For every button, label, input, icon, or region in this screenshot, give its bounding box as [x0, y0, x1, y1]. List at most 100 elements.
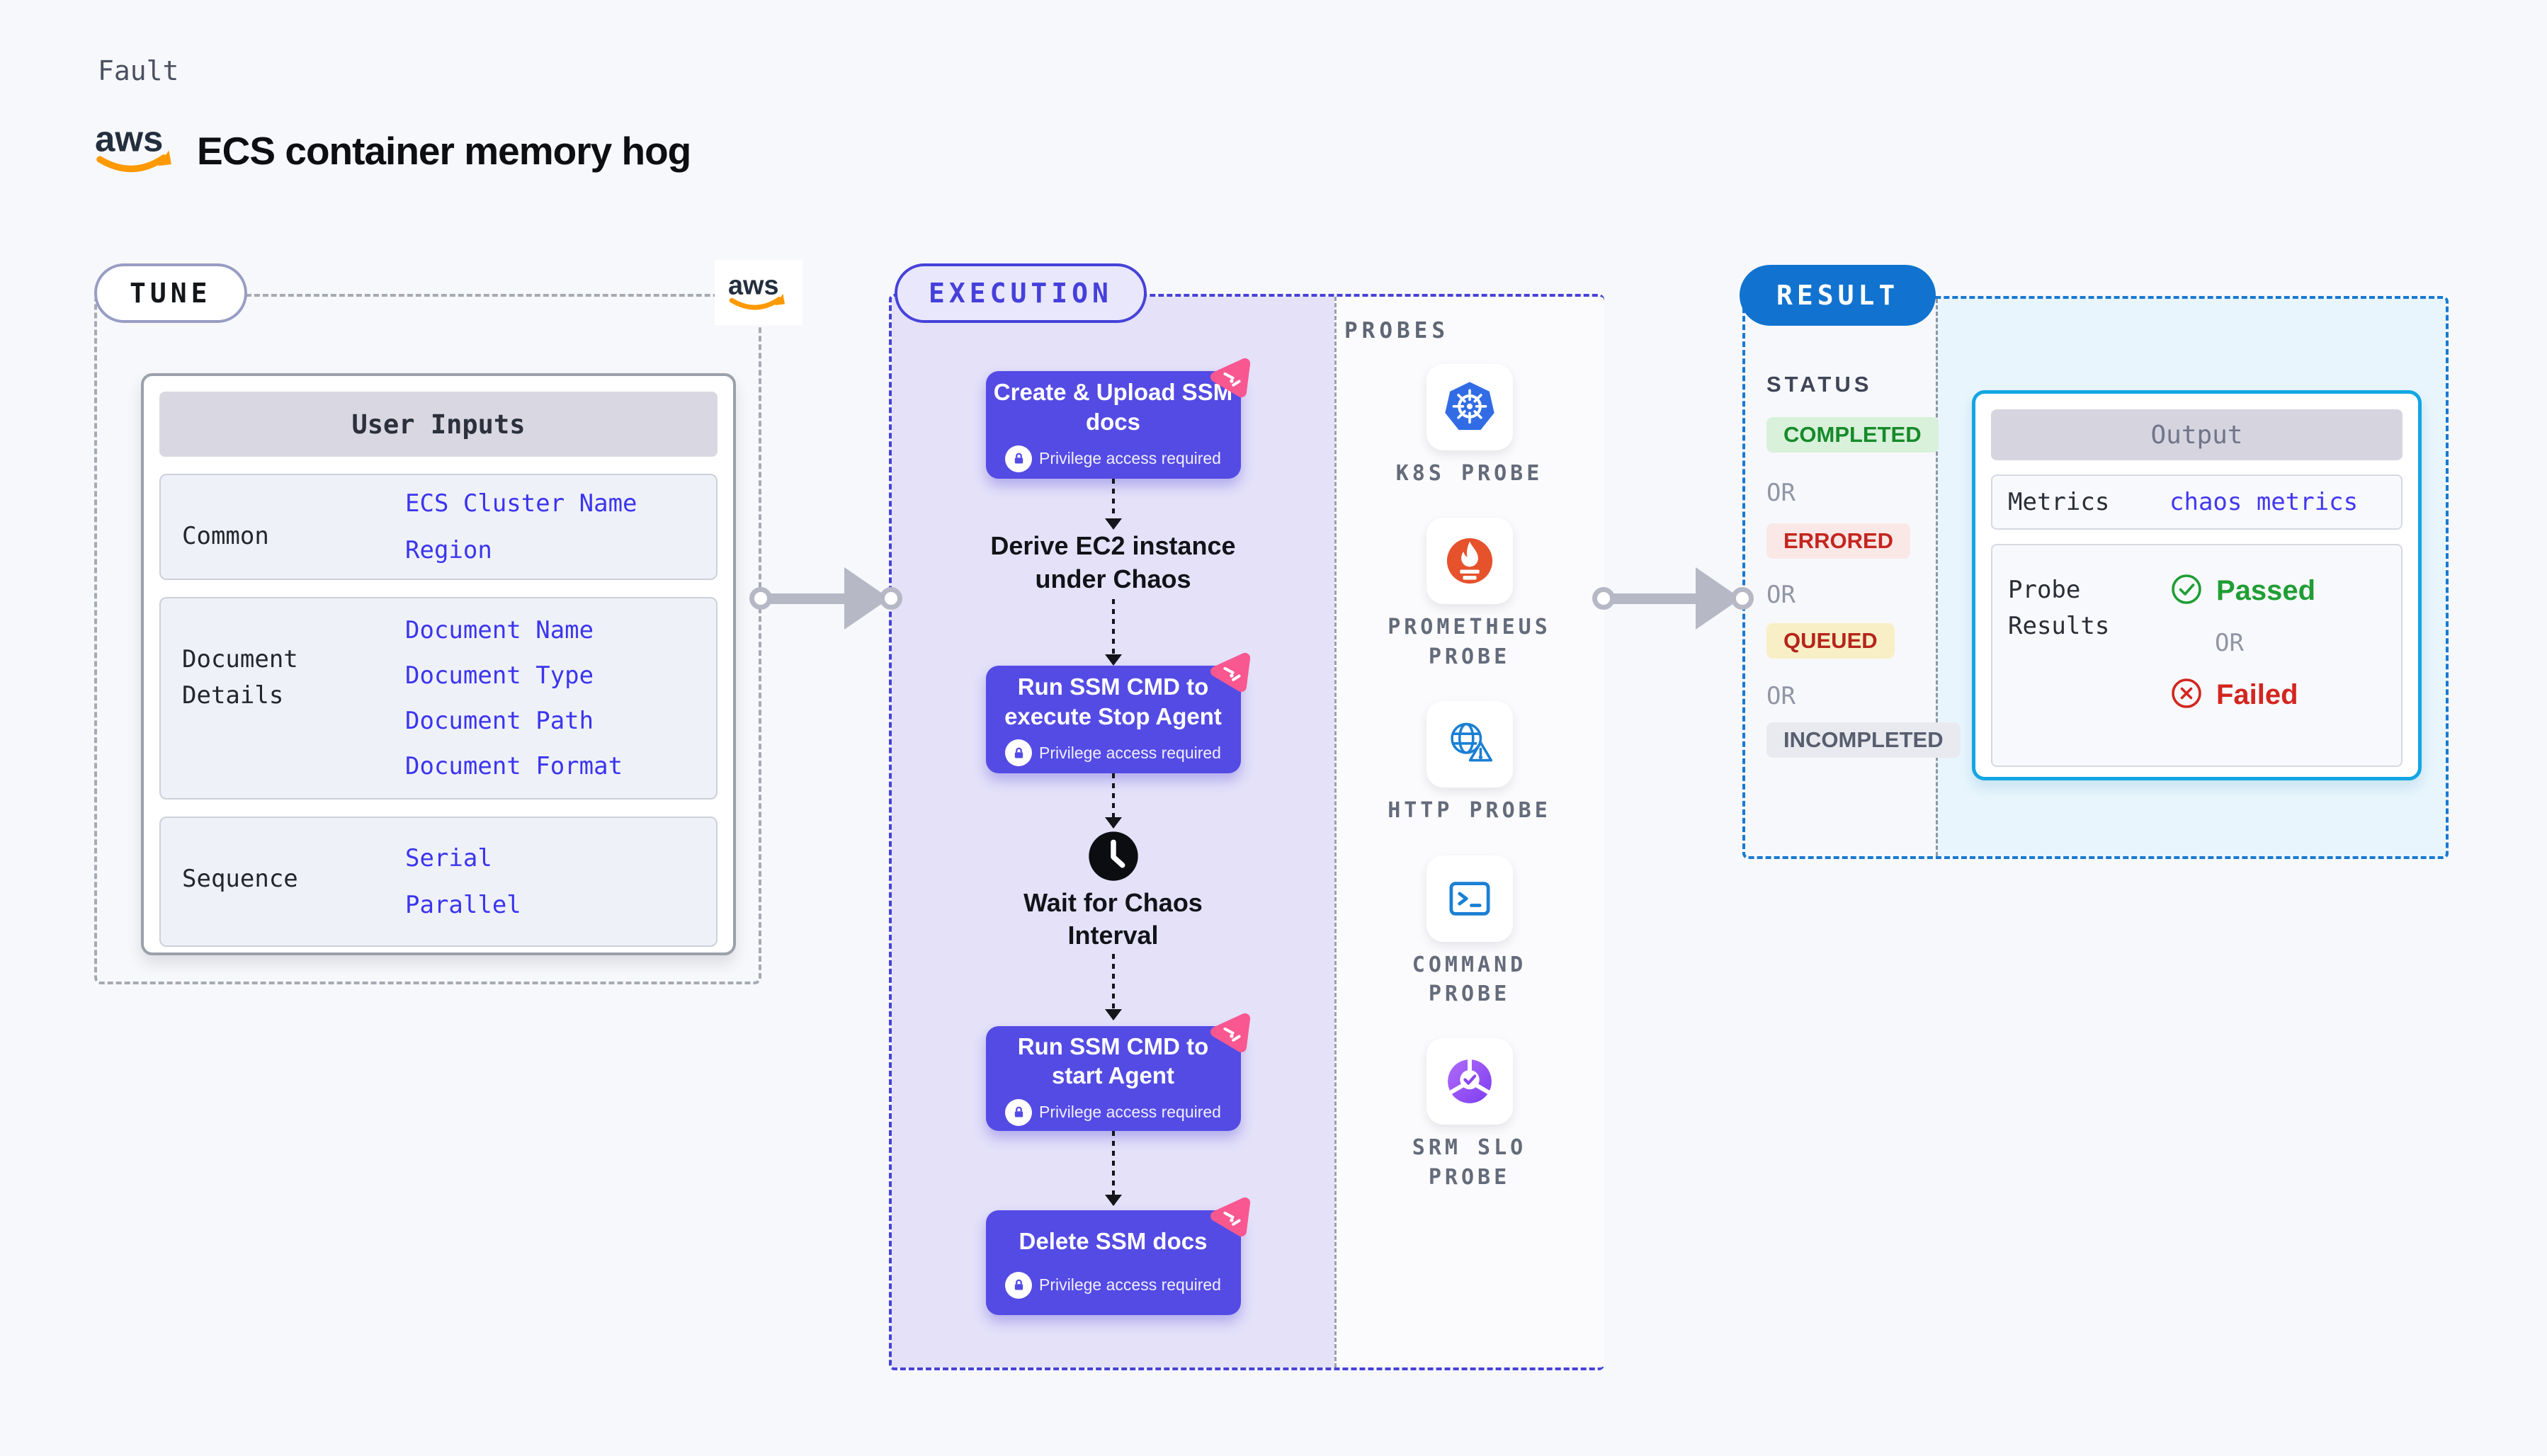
chaos-badge-icon [1206, 649, 1254, 698]
row-values: Serial Parallel [405, 833, 521, 931]
step-box-create-upload-ssm: Create & Upload SSM docs Privilege acces… [985, 358, 1250, 479]
arrow-endpoint-dot [1731, 587, 1754, 610]
clock-icon [1087, 830, 1140, 882]
execution-section: PROBES K8S PROBE [889, 263, 1604, 1370]
input-value: Document Path [405, 707, 594, 735]
input-value: Document Format [405, 752, 623, 780]
failed-label: Failed [2216, 679, 2298, 710]
row-label: Document Details [182, 645, 298, 710]
flow-arrow-execution-to-result [1592, 567, 1754, 630]
status-badge-queued: QUEUED [1766, 623, 1895, 659]
prometheus-icon [1426, 518, 1513, 605]
lock-icon [1005, 1098, 1033, 1126]
probe-item: K8S PROBE [1376, 364, 1563, 488]
or-label: OR [1766, 682, 1796, 710]
check-circle-icon [2169, 572, 2203, 610]
x-circle-icon [2169, 676, 2203, 714]
probe-item: COMMAND PROBE [1376, 855, 1563, 1009]
probe-label: HTTP PROBE [1388, 798, 1551, 824]
privilege-row: Privilege access required [1005, 445, 1221, 472]
probe-label: PROMETHEUS PROBE [1388, 615, 1551, 669]
or-label: OR [1766, 581, 1796, 609]
step-title: Run SSM CMD to start Agent [1017, 1033, 1209, 1089]
step-connector-arrow [1111, 773, 1115, 827]
privilege-row: Privilege access required [1005, 1098, 1221, 1126]
kubernetes-icon [1426, 364, 1513, 450]
metrics-value: chaos metrics [2169, 488, 2359, 516]
srm-slo-gauge-icon [1426, 1038, 1513, 1125]
row-label: Sequence [182, 865, 298, 893]
fault-kind-label: Fault [98, 55, 179, 86]
input-value: Document Type [405, 661, 594, 690]
probes-section-label: PROBES [1344, 318, 1449, 343]
probe-results-values: Passed OR Failed [2169, 572, 2315, 714]
probe-result-passed: Passed [2169, 572, 2315, 610]
arrow-shaft [766, 593, 850, 604]
table-row: Sequence Serial Parallel [159, 817, 717, 947]
page-title-row: aws ECS container memory hog [95, 118, 691, 182]
execution-steps: Create & Upload SSM docs Privilege acces… [892, 297, 1334, 1316]
table-row: Common ECS Cluster Name Region [159, 474, 717, 580]
step-box-run-ssm-start-agent: Run SSM CMD to start Agent Privilege acc… [985, 1013, 1250, 1132]
row-values: Document Name Document Type Document Pat… [405, 613, 623, 783]
http-globe-warning-icon [1426, 701, 1513, 788]
svg-text:aws: aws [728, 271, 779, 301]
privilege-label: Privilege access required [1039, 1275, 1221, 1295]
probes-pane: PROBES K8S PROBE [1334, 297, 1604, 1367]
chaos-badge-icon [1206, 1011, 1254, 1059]
table-row: Document Details Document Name Document … [159, 597, 717, 800]
step-title: Run SSM CMD to execute Stop Agent [1004, 673, 1222, 729]
step-text-wait-chaos-interval: Wait for Chaos Interval [1023, 887, 1203, 950]
probe-label: K8S PROBE [1395, 461, 1543, 486]
arrow-endpoint-dot [880, 587, 902, 610]
privilege-label: Privilege access required [1039, 1103, 1221, 1122]
privilege-label: Privilege access required [1039, 743, 1221, 762]
step-connector-arrow [1111, 479, 1115, 528]
terminal-icon [1426, 855, 1513, 942]
step-box-delete-ssm-docs: Delete SSM docs Privilege access require… [985, 1198, 1250, 1316]
flow-arrow-tune-to-execution [749, 567, 902, 630]
step-connector-arrow [1111, 954, 1115, 1020]
or-label: OR [1766, 479, 1796, 507]
page-title: ECS container memory hog [197, 128, 691, 173]
execution-badge: EXECUTION [895, 263, 1147, 323]
tune-badge: TUNE [94, 263, 247, 323]
status-badge-incompleted: INCOMPLETED [1766, 722, 1961, 758]
step-title: Create & Upload SSM docs [993, 379, 1233, 435]
row-values: ECS Cluster Name Region [405, 489, 637, 564]
aws-logo-icon: aws [95, 118, 177, 182]
status-badge-completed: COMPLETED [1766, 417, 1939, 453]
input-value: Document Name [405, 616, 594, 644]
probe-results-row: Probe Results Passed OR [1991, 544, 2403, 767]
probe-item: SRM SLO PROBE [1376, 1038, 1563, 1192]
arrow-shaft [1609, 593, 1701, 604]
status-label: STATUS [1766, 372, 1873, 397]
user-inputs-title: User Inputs [159, 392, 717, 457]
step-connector-arrow [1111, 598, 1115, 664]
user-inputs-card: User Inputs Common ECS Cluster Name Regi… [141, 373, 736, 955]
step-text-derive-ec2: Derive EC2 instance under Chaos [990, 531, 1236, 593]
tune-section: TUNE aws User Inputs Common ECS Cluster … [94, 260, 802, 984]
arrow-endpoint-dot [1592, 587, 1615, 610]
metrics-row: Metrics chaos metrics [1991, 474, 2403, 530]
status-column: STATUS COMPLETED OR ERRORED OR QUEUED OR… [1766, 372, 1961, 758]
result-status-divider [1936, 299, 1938, 856]
probe-item: HTTP PROBE [1376, 701, 1563, 825]
probe-result-failed: Failed [2169, 676, 2315, 714]
output-panel: Output Metrics chaos metrics Probe Resul… [1972, 390, 2422, 780]
or-label: OR [2215, 629, 2244, 657]
input-value: Serial [405, 844, 492, 872]
probe-results-label: Probe Results [2008, 576, 2110, 640]
row-label: Common [182, 522, 269, 550]
lock-icon [1005, 445, 1033, 472]
step-connector-arrow [1111, 1131, 1115, 1205]
result-section: RESULT STATUS COMPLETED OR ERRORED OR QU… [1740, 265, 2449, 859]
result-badge: RESULT [1740, 265, 1936, 326]
step-box-run-ssm-stop-agent: Run SSM CMD to execute Stop Agent Privil… [985, 652, 1250, 773]
lock-icon [1005, 739, 1033, 767]
step-title: Delete SSM docs [1019, 1228, 1208, 1255]
input-value: Parallel [405, 891, 521, 919]
lock-icon [1005, 1271, 1033, 1299]
metrics-label: Metrics [2008, 487, 2110, 516]
